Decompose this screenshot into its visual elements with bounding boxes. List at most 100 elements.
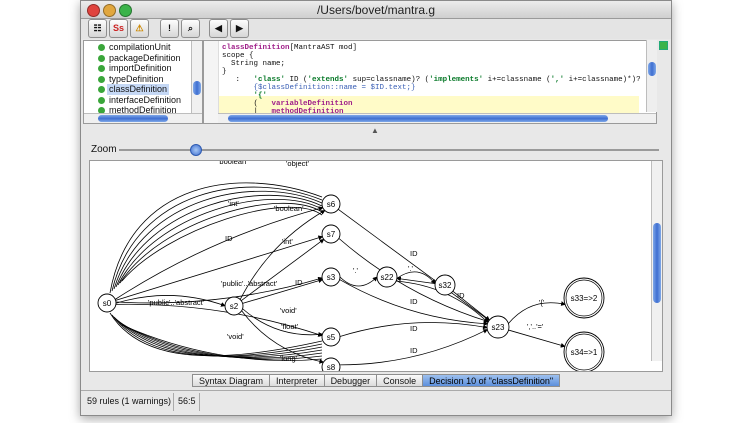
syntax-check-button[interactable]: Ss [109,19,128,38]
edge-label: 'boolean' [274,204,304,213]
rule-item-classDefinition[interactable]: classDefinition [84,84,202,95]
title-bar: /Users/bovet/mantra.g [81,1,671,19]
forward-arrow-icon[interactable]: ▶ [230,19,249,38]
cursor-position-status: 56:5 [178,396,196,406]
code-line: String name; [222,60,285,68]
rule-item-importDefinition[interactable]: importDefinition [84,63,202,74]
graph-edge [397,278,435,283]
rule-label: packageDefinition [109,53,181,64]
decision-graph-panel: s0 s2 s3 s5 s6 s7 s8 s22 s32 s23 s33=>2 s34=>1 'pub… [89,160,663,372]
state-label: s5 [327,333,336,342]
state-label: s0 [103,299,112,308]
tab-interpreter[interactable]: Interpreter [269,374,325,387]
edge-label: 'float' [281,322,299,331]
zoom-slider-knob[interactable] [190,144,202,156]
edge-label: ID [410,297,418,306]
tab-syntax-diagram[interactable]: Syntax Diagram [192,374,270,387]
warning-icon[interactable]: ⚠ [130,19,149,38]
search-icon[interactable]: ⌕ [181,19,200,38]
editor-gutter [204,41,219,123]
state-label: s6 [327,200,336,209]
state-label: s8 [327,363,336,371]
info-button[interactable]: ! [160,19,179,38]
app-window: /Users/bovet/mantra.g ☷ Ss ⚠ ! ⌕ ◀ ▶ com… [80,0,672,416]
editor-horizontal-scrollbar[interactable] [218,113,657,124]
rule-item-interfaceDefinition[interactable]: interfaceDefinition [84,95,202,106]
rule-ok-icon [98,44,105,51]
state-label: s23 [492,323,505,332]
edge-label: 'void' [280,306,297,315]
code-line: : 'class' ID ('extends' sup=classname)? … [222,76,641,84]
toggle-panel-button[interactable]: ☷ [88,19,107,38]
rule-ok-icon [98,86,105,93]
splitter-handle-icon[interactable]: ▲ [371,126,379,135]
edge-label: ID [457,291,465,300]
edge-label: 'public'..'abstract' [148,298,205,307]
rules-horizontal-scrollbar[interactable] [84,113,202,124]
tab-decision-10-of-classdefinition[interactable]: Decision 10 of "classDefinition" [422,374,560,387]
edge-label: 'long' [280,354,298,363]
toolbar: ☷ Ss ⚠ ! ⌕ ◀ ▶ [81,19,671,39]
rule-ok-icon [98,76,105,83]
edge-label: 'boolean' [218,161,248,166]
rule-label: importDefinition [109,63,172,74]
syntax-status-indicator [659,41,668,50]
rule-ok-icon [98,55,105,62]
edge-label: '.' [353,266,359,275]
rule-item-compilationUnit[interactable]: compilationUnit [84,42,202,53]
back-arrow-icon[interactable]: ◀ [209,19,228,38]
graph-vertical-scrollbar[interactable] [651,161,662,361]
tab-console[interactable]: Console [376,374,423,387]
code-line: {$classDefinition::name = $ID.text;} [222,84,416,92]
edge-label: '{' [539,298,545,307]
state-label: s7 [327,230,336,239]
graph-edge [116,237,323,301]
edge-label: ID [225,234,233,243]
rule-item-typeDefinition[interactable]: typeDefinition [84,74,202,85]
tab-debugger[interactable]: Debugger [324,374,378,387]
state-label: s2 [230,302,239,311]
edge-label: ID [410,346,418,355]
graph-edge [340,277,377,286]
rule-ok-icon [98,65,105,72]
window-title: /Users/bovet/mantra.g [81,3,671,17]
state-label: s34=>1 [571,348,598,357]
edge-label: 'public'..'abstract' [221,279,278,288]
edge-label: 'object' [286,161,309,168]
decision-graph: s0 s2 s3 s5 s6 s7 s8 s22 s32 s23 s33=>2 s34=>1 'pub… [90,161,662,371]
grammar-editor[interactable]: classDefinition[MantraAST mod]scope { St… [203,40,657,124]
rule-label: typeDefinition [109,74,164,85]
status-bar: 59 rules (1 warnings) 56:5 [81,390,671,413]
graph-edge [110,313,322,356]
state-label: s22 [381,273,394,282]
edge-label: ','..'=' [527,322,544,331]
state-label: s3 [327,273,336,282]
code-line: classDefinition[MantraAST mod] [222,44,357,52]
code-line: ( variableDefinition [222,100,353,108]
edge-label: ID [410,324,418,333]
rules-vertical-scrollbar[interactable] [191,41,202,113]
state-label: s32 [439,281,452,290]
edge-label: '.' [408,264,414,273]
code-line: } [222,68,227,76]
state-label: s33=>2 [571,294,598,303]
zoom-row: Zoom [81,141,671,159]
bottom-tabs: Syntax DiagramInterpreterDebuggerConsole… [193,374,560,387]
edge-label: ID [410,249,418,258]
graph-edge [508,303,565,324]
rules-count-status: 59 rules (1 warnings) [87,396,171,406]
zoom-label: Zoom [91,144,117,155]
rules-list: compilationUnitpackageDefinitionimportDe… [83,40,203,124]
rule-label: interfaceDefinition [109,95,181,106]
rule-label: compilationUnit [109,42,171,53]
rule-label: classDefinition [107,84,169,95]
code-line: scope { [222,52,254,60]
code-line: '{' [222,92,267,100]
edge-label: 'int' [282,237,293,246]
rule-item-packageDefinition[interactable]: packageDefinition [84,53,202,64]
edge-label: 'void' [227,332,244,341]
editor-scrollbar-track[interactable] [646,40,657,112]
graph-edge [509,330,565,346]
edge-label: ID [295,278,303,287]
rule-ok-icon [98,97,105,104]
